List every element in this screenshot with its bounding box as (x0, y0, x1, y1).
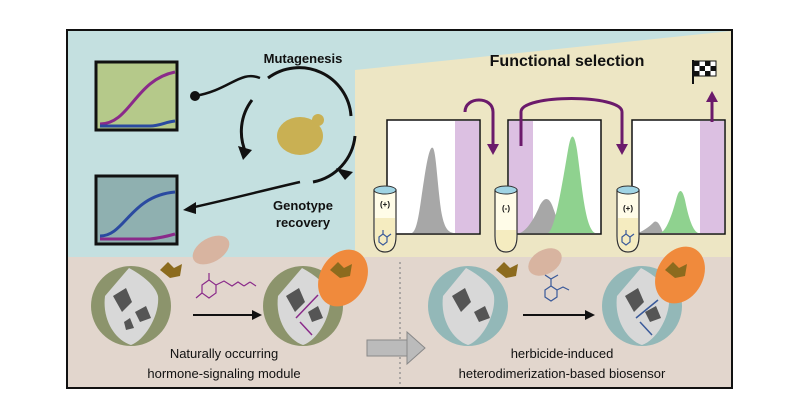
receptor-hormone-bound (263, 266, 343, 346)
biosensor-label-1: herbicide-induced (511, 346, 614, 361)
reaction-arrow-1-head (252, 310, 262, 320)
test-tube-3-molecule-icon (621, 230, 635, 246)
tube-1-label: (+) (380, 200, 390, 209)
arrow-head-1 (487, 144, 499, 155)
tube-3-label: (+) (623, 204, 633, 213)
histogram-3 (631, 119, 726, 235)
test-tube-2 (494, 185, 518, 253)
ligand-brown-4 (665, 262, 687, 278)
hormone-molecule-icon (195, 273, 257, 299)
evolution-cycle (183, 66, 357, 214)
orange-protein-1 (318, 249, 368, 307)
ligand-brown-3 (496, 262, 518, 278)
checkered-flag-icon (692, 60, 717, 84)
receptor-teal-empty (428, 266, 508, 346)
mutagenesis-label: Mutagenesis (264, 51, 343, 66)
ligand-brown-1 (160, 262, 182, 278)
test-tube-3 (616, 185, 640, 253)
transition-arrow (366, 330, 426, 366)
test-tube-1-molecule-icon (378, 230, 392, 246)
tan-protein-1 (192, 235, 230, 265)
arrow-head-2 (616, 144, 628, 155)
herbicide-molecule-icon (544, 274, 570, 302)
reaction-arrow-2-head (585, 310, 595, 320)
histogram-1 (386, 119, 481, 235)
arrow-head-3 (706, 91, 718, 102)
yeast-cell-icon (277, 114, 324, 155)
test-tube-1 (373, 185, 397, 253)
figure-frame (66, 29, 733, 389)
functional-selection-title: Functional selection (490, 53, 645, 70)
growth-plot-bottom (94, 174, 179, 246)
histogram-2 (507, 119, 602, 235)
genotype-label-2: recovery (276, 215, 331, 230)
tube-2-label: (-) (502, 204, 510, 213)
selection-arrows (463, 97, 714, 146)
tan-protein-2 (528, 248, 562, 276)
natural-module-label-2: hormone-signaling module (147, 366, 300, 381)
growth-plot-top (94, 60, 179, 132)
ligand-brown-2 (330, 262, 352, 278)
natural-module-label-1: Naturally occurring (170, 346, 278, 361)
genotype-label-1: Genotype (273, 198, 333, 213)
biosensor-label-2: heterodimerization-based biosensor (459, 366, 666, 381)
receptor-empty (91, 266, 171, 346)
